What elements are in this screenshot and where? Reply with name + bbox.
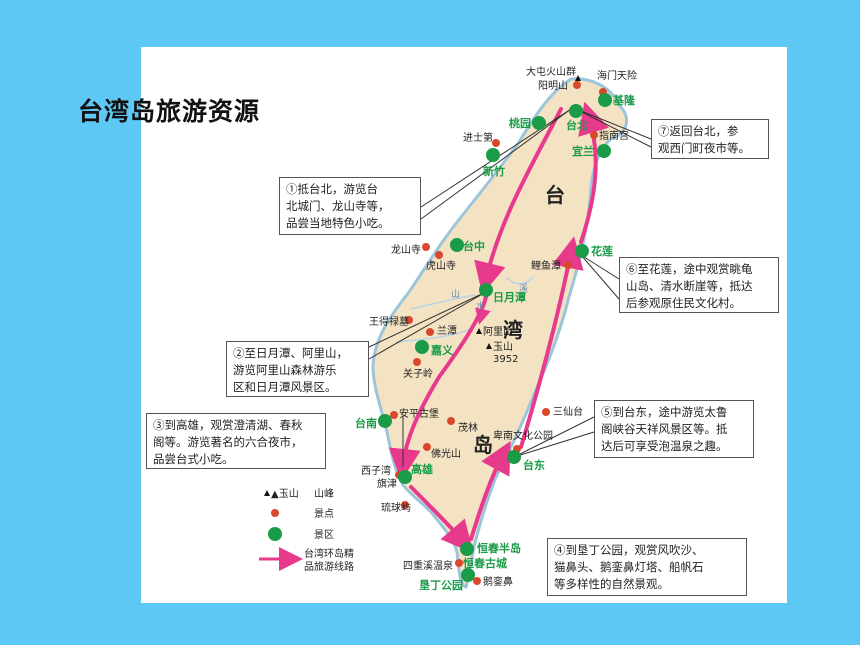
- taiwan-map: 台 湾 岛 山 水 溪 阳明山 阿里山 玉山 3952 大屯火山群 海门天险 进…: [259, 65, 652, 592]
- callout-5: ⑤到台东，途中游览太鲁 阁峡谷天祥风景区等。抵 达后可享受泡温泉之趣。: [594, 400, 754, 458]
- legend-peak: 山峰: [314, 488, 334, 500]
- point-xiziwan: 西子湾: [361, 464, 391, 477]
- tour-route: [388, 101, 609, 554]
- area-taizhong: 台中: [463, 239, 485, 253]
- area-hengchun-peninsula: 恒春半岛: [477, 541, 521, 555]
- area-taibei: 台北: [566, 118, 588, 132]
- taiwan-island: [371, 77, 628, 589]
- legend-area: 景区: [314, 529, 334, 541]
- big-label-dao: 岛: [473, 433, 493, 457]
- callout-7: ⑦返回台北，参 观西门町夜市等。: [651, 119, 769, 159]
- point-zhinangong: 指南宫: [599, 129, 629, 142]
- legend: ▲玉山 山峰 景点 景区 台湾环岛精 品旅游线路: [259, 488, 354, 573]
- map-panel: 台 湾 岛 山 水 溪 阳明山 阿里山 玉山 3952 大屯火山群 海门天险 进…: [141, 47, 787, 603]
- point-longshansi: 龙山寺: [391, 243, 421, 256]
- river-label-xi: 溪: [519, 282, 528, 294]
- legend-peak-sym: ▲玉山: [271, 488, 299, 500]
- point-liyutan: 鲤鱼潭: [531, 259, 561, 272]
- peak-icon: [486, 343, 492, 349]
- point-foguangshan: 佛光山: [431, 447, 461, 460]
- area-hualian: 花莲: [591, 244, 613, 258]
- area-kending: 垦丁公园: [419, 579, 463, 592]
- area-tainan: 台南: [355, 416, 377, 430]
- scenic-areas: 基隆 台北 桃园 宜兰 新竹 台中 花莲 日月潭 嘉义 台南 高雄 台东 恒春半…: [355, 93, 636, 592]
- point-maolin: 茂林: [458, 421, 478, 434]
- area-yilan: 宜兰: [572, 144, 594, 158]
- legend-route-line2: 品旅游线路: [304, 560, 354, 573]
- scenic-points: 大屯火山群 海门天险 进士第 指南宫 龙山寺 虎山寺 鲤鱼潭 王得禄墓 兰潭 关…: [361, 65, 637, 588]
- point-hushansi: 虎山寺: [426, 260, 456, 272]
- area-xinzhu: 新竹: [483, 164, 505, 178]
- big-label-tai: 台: [545, 183, 565, 207]
- point-wangdelu: 王得禄墓: [369, 315, 409, 328]
- point-qijin: 旗津: [377, 477, 397, 490]
- big-label-wan: 湾: [503, 318, 523, 342]
- area-gaoxiong: 高雄: [411, 462, 433, 476]
- callout-6: ⑥至花莲，途中观赏眺龟 山岛、清水断崖等，抵达 后参观原住民文化村。: [619, 257, 779, 313]
- mountain-alishan: 阿里山: [483, 326, 513, 338]
- area-riyuetan: 日月潭: [493, 290, 526, 304]
- callout-1: ①抵台北，游览台 北城门、龙山寺等， 品尝当地特色小吃。: [279, 177, 421, 235]
- point-haimen: 海门天险: [597, 69, 637, 82]
- area-jilong: 基隆: [612, 93, 636, 107]
- area-jiayi: 嘉义: [430, 343, 454, 357]
- river-label-shan: 山: [451, 289, 460, 300]
- point-anping: 安平古堡: [399, 407, 439, 420]
- peak-yushan: 玉山: [493, 341, 513, 353]
- point-eluanbi: 鹅銮鼻: [483, 575, 513, 588]
- point-guanziling: 关子岭: [403, 367, 433, 380]
- point-beinan: 卑南文化公园: [493, 429, 553, 442]
- legend-route-line1: 台湾环岛精: [304, 547, 354, 560]
- area-taoyuan: 桃园: [509, 116, 531, 130]
- area-taidong: 台东: [523, 458, 545, 472]
- callout-2: ②至日月潭、阿里山， 游览阿里山森林游乐 区和日月潭风景区。: [226, 341, 369, 397]
- callout-3: ③到高雄，观赏澄清湖、春秋 阁等。游览著名的六合夜市， 品尝台式小吃。: [146, 413, 326, 469]
- point-liuqiuyu: 琉球屿: [381, 501, 411, 514]
- mountain-yangmingshan: 阳明山: [538, 80, 568, 92]
- peak-height: 3952: [493, 354, 518, 365]
- point-sichongxi: 四重溪温泉: [403, 559, 453, 572]
- point-sanxiantai: 三仙台: [553, 405, 583, 418]
- area-hengchun-city: 恒春古城: [463, 556, 507, 570]
- river-label-shui: 水: [476, 300, 485, 312]
- point-jinshidi: 进士第: [463, 131, 493, 144]
- callout-4: ④到垦丁公园，观赏风吹沙、 猫鼻头、鹅銮鼻灯塔、船帆石 等多样性的自然景观。: [547, 538, 747, 596]
- point-lantan: 兰潭: [437, 324, 457, 337]
- point-datun: 大屯火山群: [526, 65, 576, 78]
- legend-point: 景点: [314, 508, 334, 520]
- slide-title: 台湾岛旅游资源: [78, 97, 261, 126]
